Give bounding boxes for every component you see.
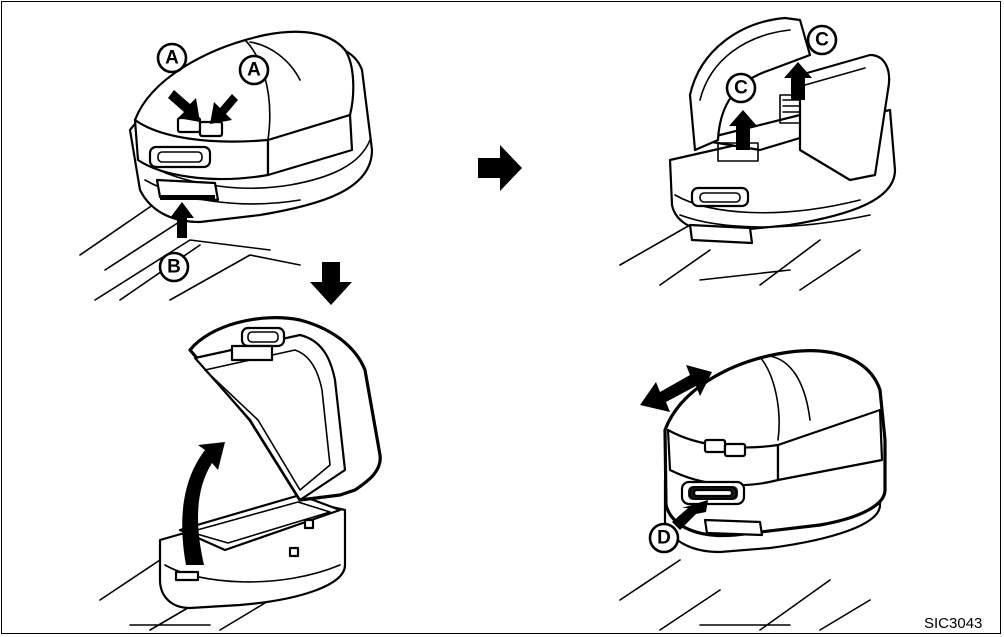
callout-c-upper: C <box>806 24 838 56</box>
callout-a-left: A <box>156 42 188 74</box>
callout-d-label: D <box>657 528 671 549</box>
step-arrow-right <box>478 145 522 191</box>
callout-d: D <box>648 522 680 554</box>
callout-b-label: B <box>167 257 181 278</box>
panel-slide-console <box>619 349 887 631</box>
callout-a-left-label: A <box>165 48 179 69</box>
step-arrow-down <box>310 262 352 305</box>
panel-closed-console <box>79 30 374 301</box>
panel-whole-lid-raised <box>99 316 382 631</box>
callout-a-right-label: A <box>247 60 261 81</box>
panel-split-lid-open <box>619 16 897 291</box>
callout-c-lower: C <box>725 72 757 104</box>
callout-c-upper-label: C <box>815 30 829 51</box>
callout-a-right: A <box>238 54 270 86</box>
callout-c-lower-label: C <box>734 78 748 99</box>
callout-b: B <box>158 251 190 283</box>
figure-code: SIC3043 <box>924 615 982 632</box>
